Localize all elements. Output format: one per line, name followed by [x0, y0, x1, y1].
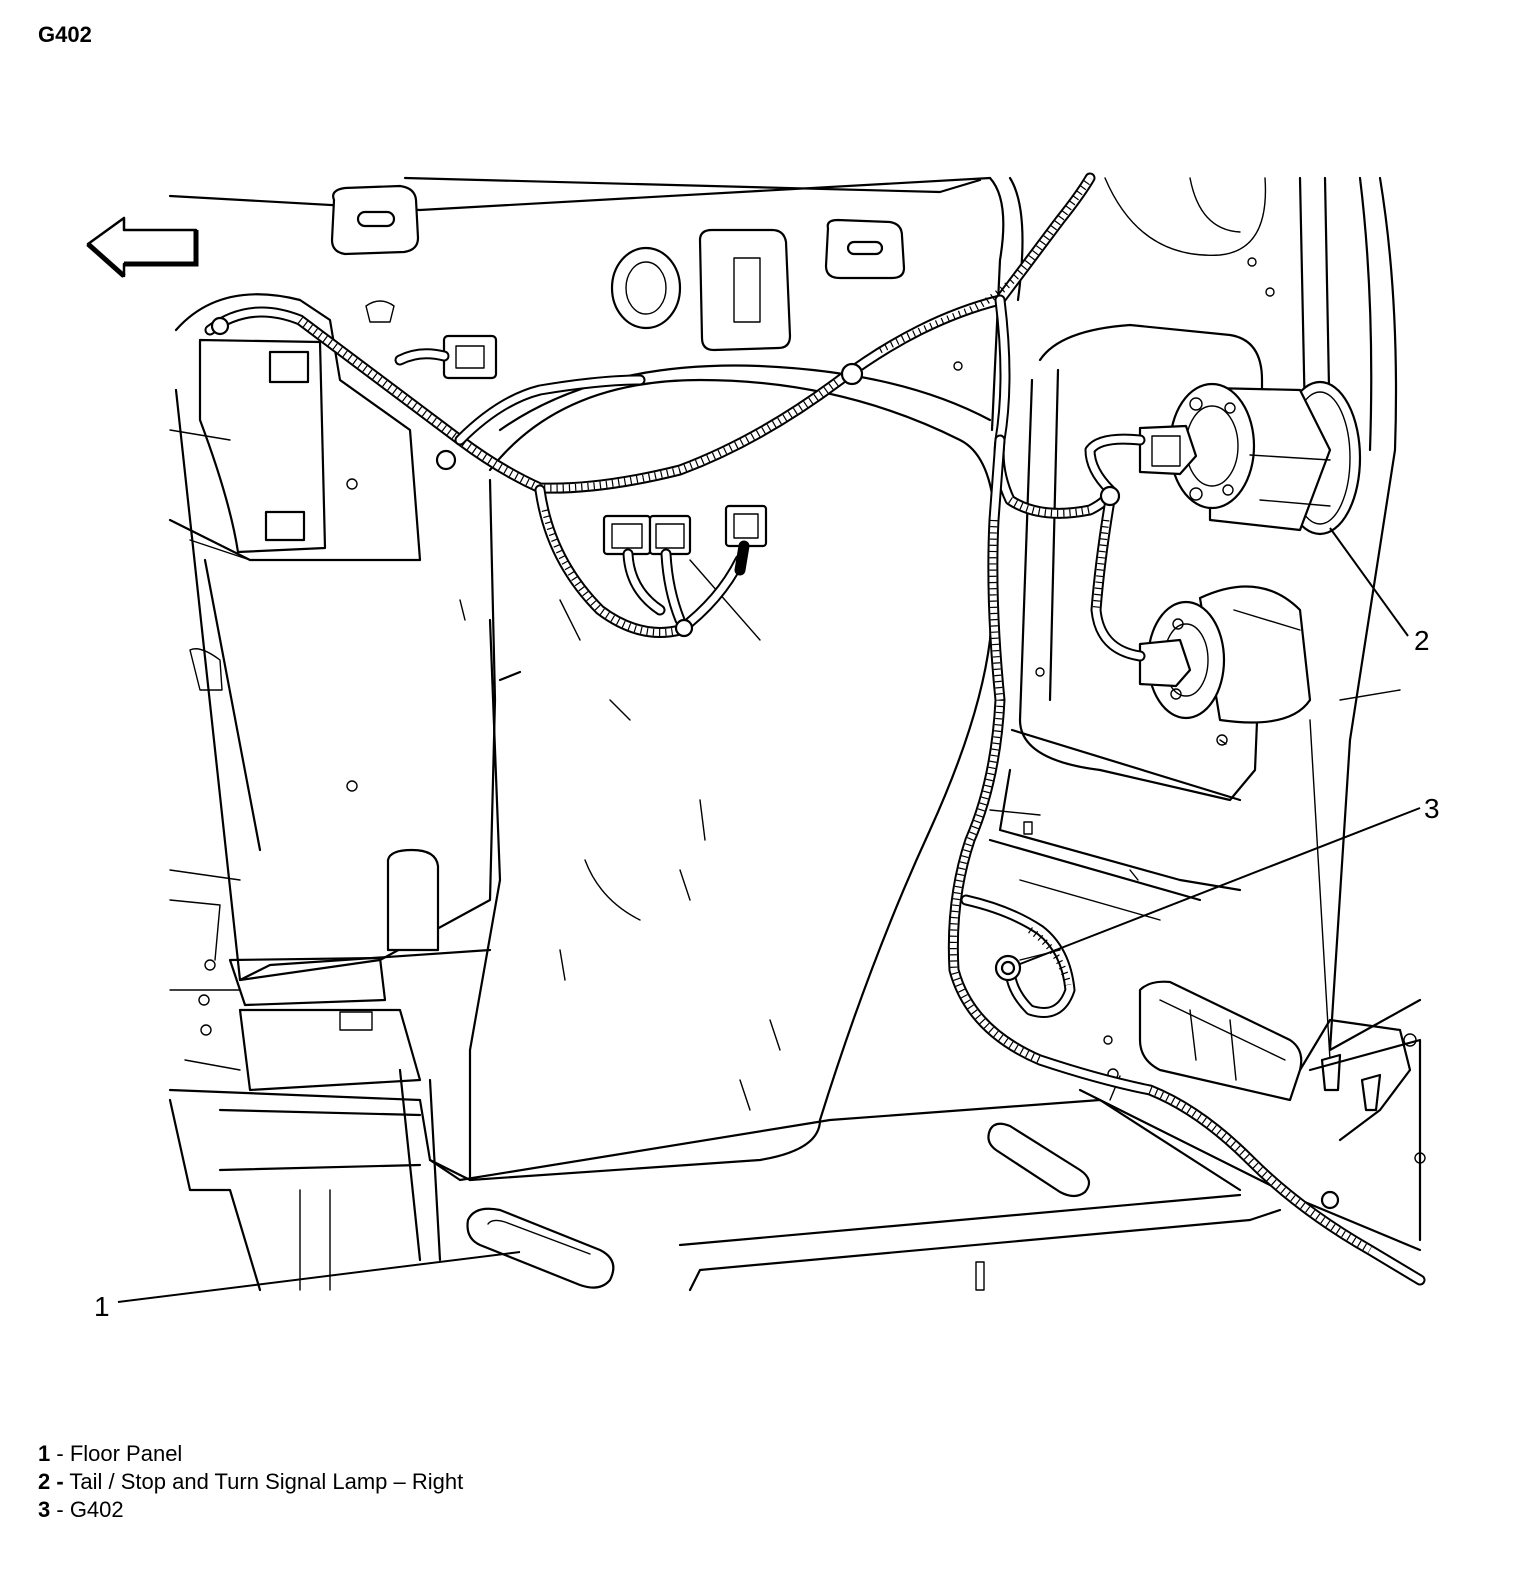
upper-body-panel — [168, 176, 1422, 1061]
callout-leaders — [117, 527, 1421, 1303]
ground-stud — [994, 949, 1061, 982]
leader-1 — [117, 1251, 521, 1303]
page-title: G402 — [38, 22, 92, 47]
arrow-left-icon — [86, 216, 199, 278]
panel-clips — [330, 184, 906, 352]
wheelhouse — [428, 364, 997, 1182]
tail-lamp-upper — [1138, 380, 1362, 536]
legend-number: 2 - — [38, 1469, 64, 1494]
callout-3: 3 — [1424, 793, 1440, 824]
legend-item-floor-panel: 1 - Floor Panel — [38, 1440, 463, 1468]
legend-separator: - — [50, 1441, 70, 1466]
legend-number: 1 — [38, 1441, 51, 1466]
legend: 1 - Floor Panel 2 - Tail / Stop and Turn… — [38, 1440, 463, 1524]
legend-separator: - — [50, 1497, 70, 1522]
harness-connectors — [442, 334, 768, 556]
callout-2: 2 — [1414, 625, 1430, 656]
leader-2 — [1329, 527, 1409, 637]
legend-item-tail-lamp: 2 - Tail / Stop and Turn Signal Lamp – R… — [38, 1468, 463, 1496]
leader-3 — [1019, 807, 1421, 965]
legend-item-g402: 3 - G402 — [38, 1496, 463, 1524]
floor-panel-structure — [168, 956, 1282, 1292]
wiring-harness — [204, 172, 1426, 1286]
lamp-opening — [988, 323, 1426, 1252]
harness-clips — [210, 316, 1340, 1210]
tail-lamp-lower — [1138, 585, 1312, 724]
legend-number: 3 — [38, 1497, 51, 1522]
legend-text: Tail / Stop and Turn Signal Lamp – Right — [69, 1469, 464, 1494]
left-pillar-bracket — [168, 293, 497, 982]
legend-text: G402 — [69, 1497, 124, 1522]
legend-text: Floor Panel — [69, 1441, 183, 1466]
callout-1: 1 — [94, 1291, 110, 1322]
